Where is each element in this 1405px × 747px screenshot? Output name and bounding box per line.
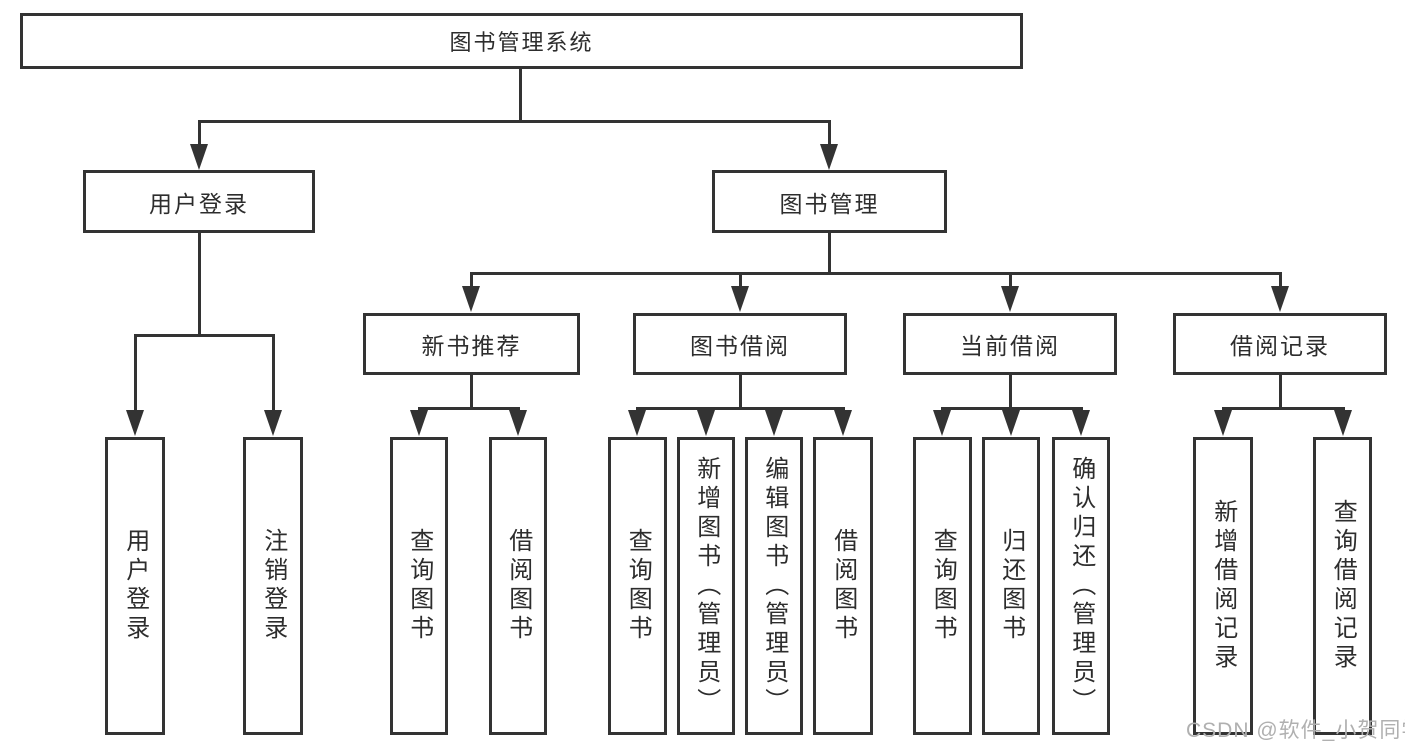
leaf-label: 编辑图书（管理员） xyxy=(760,455,788,717)
arrow-down-icon xyxy=(264,410,282,436)
leaf-query-books-current: 查询图书 xyxy=(913,437,972,735)
connector-borrow-horizontal xyxy=(636,407,845,410)
leaf-query-books-borrow: 查询图书 xyxy=(608,437,667,735)
leaf-return-books: 归还图书 xyxy=(982,437,1040,735)
connector-bookmgmt-stub-1 xyxy=(470,272,473,288)
node-label: 图书借阅 xyxy=(690,333,790,359)
leaf-query-borrow-record: 查询借阅记录 xyxy=(1313,437,1372,735)
leaf-borrow-books: 借阅图书 xyxy=(813,437,873,735)
leaf-query-books-recommend: 查询图书 xyxy=(390,437,448,735)
csdn-watermark: CSDN @软件_小贺同学 xyxy=(1186,719,1405,742)
leaf-borrow-books-recommend: 借阅图书 xyxy=(489,437,547,735)
connector-borrow-vertical xyxy=(739,372,742,410)
connector-newbook-vertical xyxy=(470,372,473,410)
leaf-label: 借阅图书 xyxy=(504,528,532,644)
node-label: 图书管理系统 xyxy=(449,30,594,55)
node-user-login: 用户登录 xyxy=(83,170,315,233)
connector-bookmgmt-stub-3 xyxy=(1009,272,1012,288)
node-label: 新书推荐 xyxy=(421,333,522,359)
leaf-user-login: 用户登录 xyxy=(105,437,165,735)
node-label: 图书管理 xyxy=(779,190,880,217)
leaf-label: 查询图书 xyxy=(929,528,957,644)
arrow-down-icon xyxy=(731,286,749,312)
connector-userlogin-vertical xyxy=(198,230,201,336)
node-new-book-recommend: 新书推荐 xyxy=(363,313,580,375)
leaf-label: 查询借阅记录 xyxy=(1329,499,1357,673)
leaf-add-books-admin: 新增图书（管理员） xyxy=(677,437,735,735)
leaf-edit-books-admin: 编辑图书（管理员） xyxy=(745,437,803,735)
leaf-label: 用户登录 xyxy=(121,528,149,644)
connector-userlogin-stub-right xyxy=(272,334,275,412)
leaf-label: 确认归还（管理员） xyxy=(1067,455,1095,717)
leaf-label: 归还图书 xyxy=(997,528,1025,644)
arrow-down-icon xyxy=(462,286,480,312)
leaf-label: 新增图书（管理员） xyxy=(692,455,720,717)
connector-records-horizontal xyxy=(1222,407,1345,410)
connector-userlogin-horizontal xyxy=(134,334,275,337)
connector-newbook-horizontal xyxy=(418,407,520,410)
arrow-down-icon xyxy=(1002,410,1020,436)
arrow-down-icon xyxy=(933,410,951,436)
leaf-logout: 注销登录 xyxy=(243,437,303,735)
leaf-label: 查询图书 xyxy=(405,528,433,644)
leaf-label: 注销登录 xyxy=(259,528,287,644)
leaf-confirm-return-admin: 确认归还（管理员） xyxy=(1052,437,1110,735)
connector-root-stub-left xyxy=(198,120,201,146)
arrow-down-icon xyxy=(628,410,646,436)
node-current-borrowing: 当前借阅 xyxy=(903,313,1117,375)
node-library-system: 图书管理系统 xyxy=(20,13,1023,69)
leaf-label: 查询图书 xyxy=(624,528,652,644)
arrow-down-icon xyxy=(190,144,208,170)
node-book-borrowing: 图书借阅 xyxy=(633,313,847,375)
node-borrowing-records: 借阅记录 xyxy=(1173,313,1387,375)
arrow-down-icon xyxy=(1271,286,1289,312)
connector-root-horizontal xyxy=(198,120,831,123)
arrow-down-icon xyxy=(1334,410,1352,436)
connector-bookmgmt-stub-2 xyxy=(739,272,742,288)
arrow-down-icon xyxy=(820,144,838,170)
connector-root-vertical xyxy=(519,66,522,122)
arrow-down-icon xyxy=(1001,286,1019,312)
arrow-down-icon xyxy=(834,410,852,436)
leaf-label: 新增借阅记录 xyxy=(1209,499,1237,673)
arrow-down-icon xyxy=(410,410,428,436)
node-label: 当前借阅 xyxy=(960,333,1060,359)
arrow-down-icon xyxy=(697,410,715,436)
connector-root-stub-right xyxy=(828,120,831,146)
node-label: 借阅记录 xyxy=(1230,333,1330,359)
node-book-management: 图书管理 xyxy=(712,170,947,233)
leaf-add-borrow-record: 新增借阅记录 xyxy=(1193,437,1253,735)
arrow-down-icon xyxy=(1072,410,1090,436)
connector-userlogin-stub-left xyxy=(134,334,137,412)
connector-bookmgmt-vertical xyxy=(828,230,831,274)
connector-bookmgmt-stub-4 xyxy=(1279,272,1282,288)
arrow-down-icon xyxy=(509,410,527,436)
arrow-down-icon xyxy=(1214,410,1232,436)
connector-bookmgmt-horizontal xyxy=(470,272,1281,275)
arrow-down-icon xyxy=(765,410,783,436)
leaf-label: 借阅图书 xyxy=(829,528,857,644)
connector-current-vertical xyxy=(1009,372,1012,410)
connector-records-vertical xyxy=(1279,372,1282,410)
arrow-down-icon xyxy=(126,410,144,436)
node-label: 用户登录 xyxy=(149,190,249,217)
